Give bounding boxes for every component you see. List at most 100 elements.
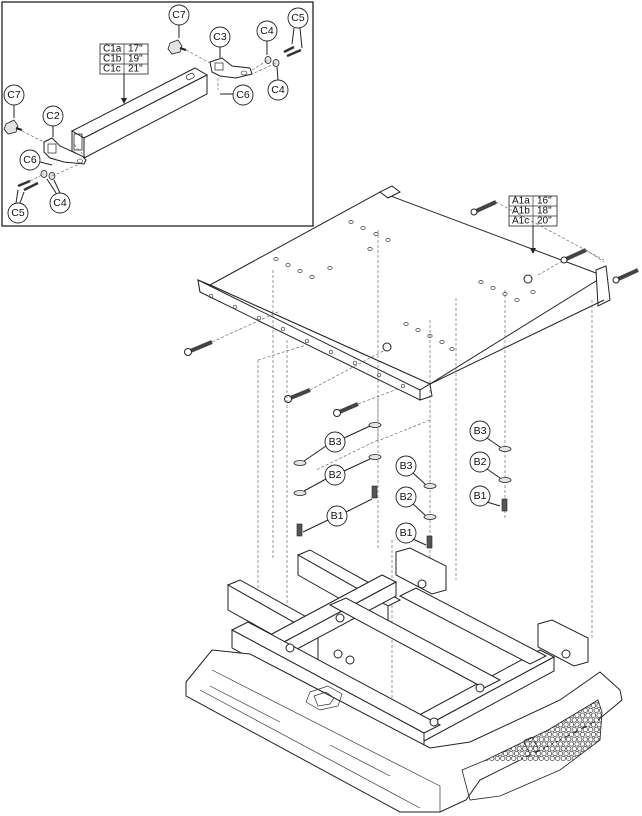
grille-hole <box>546 751 552 757</box>
grille-hole <box>590 703 596 709</box>
table-cell: 18" <box>537 206 552 217</box>
grille-hole <box>541 751 547 757</box>
grille-hole <box>502 751 508 757</box>
grille-hole <box>486 722 492 728</box>
grille-hole <box>505 707 511 713</box>
grille-hole <box>557 751 563 757</box>
grille-hole <box>555 727 561 733</box>
grille-hole <box>514 694 518 698</box>
callout-label: C6 <box>23 154 37 166</box>
callout-b2-right: B2 <box>469 451 501 479</box>
grille-hole <box>538 746 544 752</box>
grille-hole <box>616 756 620 760</box>
grille-hole <box>542 694 546 698</box>
grille-hole <box>593 746 599 752</box>
arrow-icon <box>530 248 536 254</box>
grille-hole <box>601 741 602 747</box>
grille-hole <box>467 736 473 742</box>
callout-c2: C2 <box>42 105 64 137</box>
callout-b3-right: B3 <box>469 420 501 448</box>
grille-hole <box>560 746 566 752</box>
grille-hole <box>616 727 620 731</box>
grille-hole <box>579 712 585 718</box>
hardware-b-left <box>293 422 382 537</box>
grille-hole <box>616 737 620 741</box>
grille-hole <box>489 707 495 713</box>
grille-hole <box>524 703 530 709</box>
grille-hole <box>533 736 539 742</box>
grille-hole <box>577 717 583 723</box>
grille-hole <box>538 755 544 761</box>
grille-hole <box>599 746 602 752</box>
grille-hole <box>593 736 599 742</box>
grille-hole <box>522 700 528 704</box>
grille-hole <box>568 751 574 757</box>
grille-hole <box>516 755 522 761</box>
grille-hole <box>588 717 594 723</box>
grille-hole <box>582 717 588 723</box>
grille-hole <box>574 751 580 757</box>
callout-label: B1 <box>331 510 344 522</box>
grille-hole <box>535 703 541 709</box>
grille-hole <box>616 708 620 712</box>
grille-hole <box>533 700 539 704</box>
grille-hole <box>478 717 484 723</box>
grille-hole <box>613 713 617 717</box>
grille-hole <box>585 741 591 747</box>
grille-hole <box>588 707 594 713</box>
grille-hole <box>577 736 583 742</box>
table-cell: 21" <box>128 64 143 75</box>
grille-hole <box>560 736 566 742</box>
grille-hole <box>616 747 620 751</box>
table-cell: 16" <box>537 196 552 207</box>
grille-hole <box>457 737 461 741</box>
grille-hole <box>608 732 612 736</box>
grille-hole <box>611 718 615 722</box>
grille-hole <box>574 722 580 728</box>
grille-hole <box>497 722 503 728</box>
grille-hole <box>467 727 473 733</box>
grille-hole <box>552 731 558 737</box>
callout-c5-left: C5 <box>7 189 29 224</box>
grille-hole <box>480 712 486 718</box>
grille-hole <box>527 746 533 752</box>
grille-hole <box>571 727 577 733</box>
grille-hole <box>469 731 475 737</box>
callout-c5-top: C5 <box>287 7 309 49</box>
grille-hole <box>546 741 552 747</box>
callout-label: C7 <box>7 89 21 101</box>
grille-hole <box>536 694 540 698</box>
grille-hole <box>608 751 612 755</box>
callout-c7-left: C7 <box>3 84 25 118</box>
arrow-icon <box>121 98 127 104</box>
bracket-c2 <box>43 137 87 165</box>
grille-hole <box>513 703 519 709</box>
grille-hole <box>596 751 602 757</box>
table-cell: A1a <box>512 196 530 207</box>
grille-hole <box>596 741 602 747</box>
table-cell: A1b <box>512 206 530 217</box>
callout-c3: C3 <box>209 26 231 58</box>
grille-hole <box>527 707 533 713</box>
grille-hole <box>577 727 583 733</box>
grille-hole <box>530 741 536 747</box>
grille-hole <box>502 712 508 718</box>
grille-hole <box>582 727 588 733</box>
callout-b1-left: B1 <box>302 498 373 533</box>
grille-hole <box>608 742 612 746</box>
grille-hole <box>590 722 596 728</box>
callout-label: C4 <box>260 25 274 37</box>
grille-hole <box>577 755 583 761</box>
grille-hole <box>579 731 585 737</box>
callout-c4-top: C4 <box>256 20 278 55</box>
seat-pan-bolts <box>184 200 639 417</box>
grille-hole <box>613 751 617 755</box>
assembly-lines <box>211 201 605 720</box>
grille-hole <box>588 736 594 742</box>
grille-hole <box>549 746 555 752</box>
grille-hole <box>489 717 495 723</box>
grille-hole <box>494 707 500 713</box>
grille-hole <box>462 736 467 742</box>
grille-outline <box>461 699 603 801</box>
